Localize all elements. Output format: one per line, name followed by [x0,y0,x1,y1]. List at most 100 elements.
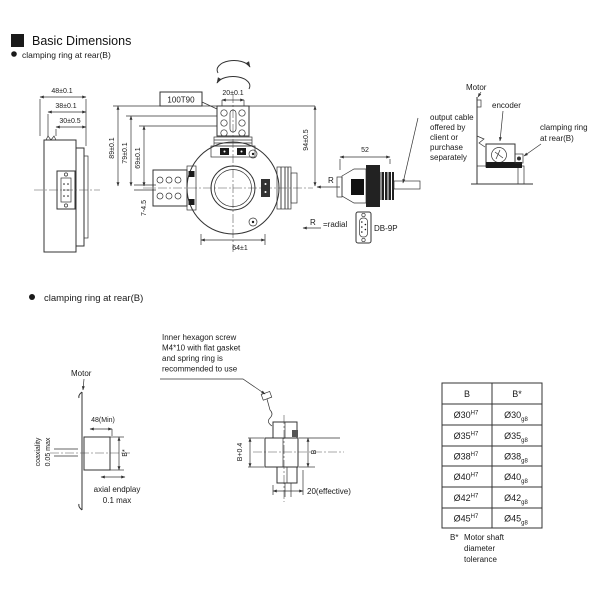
coaxiality-label: coaxiality [35,437,42,466]
shaft-value: Ø45 [504,514,521,524]
title-square-icon [11,34,24,47]
motor-leader [477,91,482,98]
hole [174,192,182,200]
motor-shaft-view: Motor coaxiality 0.05 max 48(Min) B* axi… [35,369,140,511]
cable-note-line: separately [430,153,467,162]
footnote-mark: B* [450,533,458,542]
clamp-leader [523,143,542,157]
clamping-ring-part [514,153,524,164]
dim-7-4-5: 7-4.5 [141,200,148,216]
pin [361,221,363,223]
side-terminal-holes [156,176,182,200]
hex-screw-icon [260,391,273,401]
cable-note-line: output cable [430,113,474,122]
cable-hood [366,165,380,207]
table-header-b: B [464,389,470,399]
dim-effective: 20(effective) [307,487,351,496]
flange-plate [75,147,85,247]
bore-value: Ø30 [454,410,471,420]
bullet-icon [29,294,35,300]
terminal-screw [220,119,228,127]
detail-dot [264,183,267,185]
connector-cap [290,172,298,204]
dim-89: 89±0.1 [109,137,116,158]
cable-assembly: 52 output cable offered by client or pur… [336,113,474,207]
legend-r-label: R [310,218,316,227]
mount-illustration: Motor encoder clamping ring at rear(B) [466,83,588,185]
hole [165,192,173,200]
table-cell: Ø35g8 [504,431,528,444]
cable-break-line [45,135,57,141]
side-view: 48±0.1 38±0.1 30±0.5 [34,88,100,253]
table-cell: Ø30g8 [504,410,528,423]
terminal-slot [229,109,237,133]
bore-tolerance: H7 [471,411,479,417]
output-cable [393,180,421,190]
cable-note-line: offered by [430,123,465,132]
shaft-tolerance: g8 [521,459,528,465]
pin [364,228,367,231]
table-cell: Ø45g8 [504,514,528,527]
screw-note-line: and spring ring is [162,354,223,363]
face-screw-dot [251,220,255,224]
table-cell: Ø30H7 [454,410,479,420]
motor-cable-squiggle [476,135,486,148]
screw-note: Inner hexagon screw M4*10 with flat gask… [160,333,273,427]
bore-tolerance: H7 [471,432,479,438]
table-cell: Ø42H7 [454,493,479,503]
db9-screw-top [64,172,68,177]
dim-bore: B+0.4 [237,443,244,462]
shaft-tolerance: g8 [521,521,528,527]
db9p-screw [361,212,366,218]
terminal-screws [220,109,246,137]
detail-dot [264,191,267,193]
pin [361,231,363,233]
bore-value: Ø38 [454,452,471,462]
inner-connector-detail [261,179,270,197]
shaft-value: Ø42 [504,493,521,503]
dim-94: 94±0.5 [303,129,310,150]
pin [67,195,69,197]
footnote-line: diameter [464,544,495,553]
encoder-leader [498,110,504,142]
pin [361,226,363,228]
dim-48: 48±0.1 [51,88,72,95]
hollow-shaft-bore [210,165,256,211]
face-screw-dot [251,152,255,156]
flange-contact [188,171,195,177]
dim-48min: 48(Min) [91,417,115,424]
dim-69: 69±0.1 [135,147,142,168]
terminal-screw [220,129,228,137]
shaft-tolerance: g8 [521,417,528,423]
bullet-icon [11,51,17,57]
block-base [210,145,256,158]
bore-value: Ø45 [454,514,471,524]
rotation-arrow-ccw-icon [216,76,251,90]
db9p-icon [355,211,372,244]
section1-header: Basic Dimensions clamping ring at rear(B… [11,34,131,60]
db9-screw-bottom [64,203,68,208]
terminal-screw [220,109,228,117]
pin [364,223,367,226]
terminal-screw [238,129,246,137]
db9-lock [351,179,364,195]
clamp-screw-detail [292,430,298,437]
motor-pedestal [476,165,525,185]
terminal-tag: 100T90 [167,96,195,105]
section2-bullet-label: clamping ring at rear(B) [44,293,143,304]
bore-value: Ø40 [454,472,471,482]
legend-radial-label: =radial [323,220,347,229]
shaft-value: Ø38 [504,452,521,462]
dim-79: 79±0.1 [122,142,129,163]
bore-tolerance: H7 [471,473,479,479]
mount-plate [83,155,89,239]
screw-note-line: recommended to use [162,365,238,374]
table-cell: Ø40g8 [504,472,528,485]
spring-squiggle [268,409,273,427]
flange-contact [188,199,195,205]
radial-legend: R =radial DB-9P [302,211,398,244]
bore-chamfer [214,169,252,207]
bore-value: Ø42 [454,493,471,503]
dim-38: 38±0.1 [55,103,76,110]
